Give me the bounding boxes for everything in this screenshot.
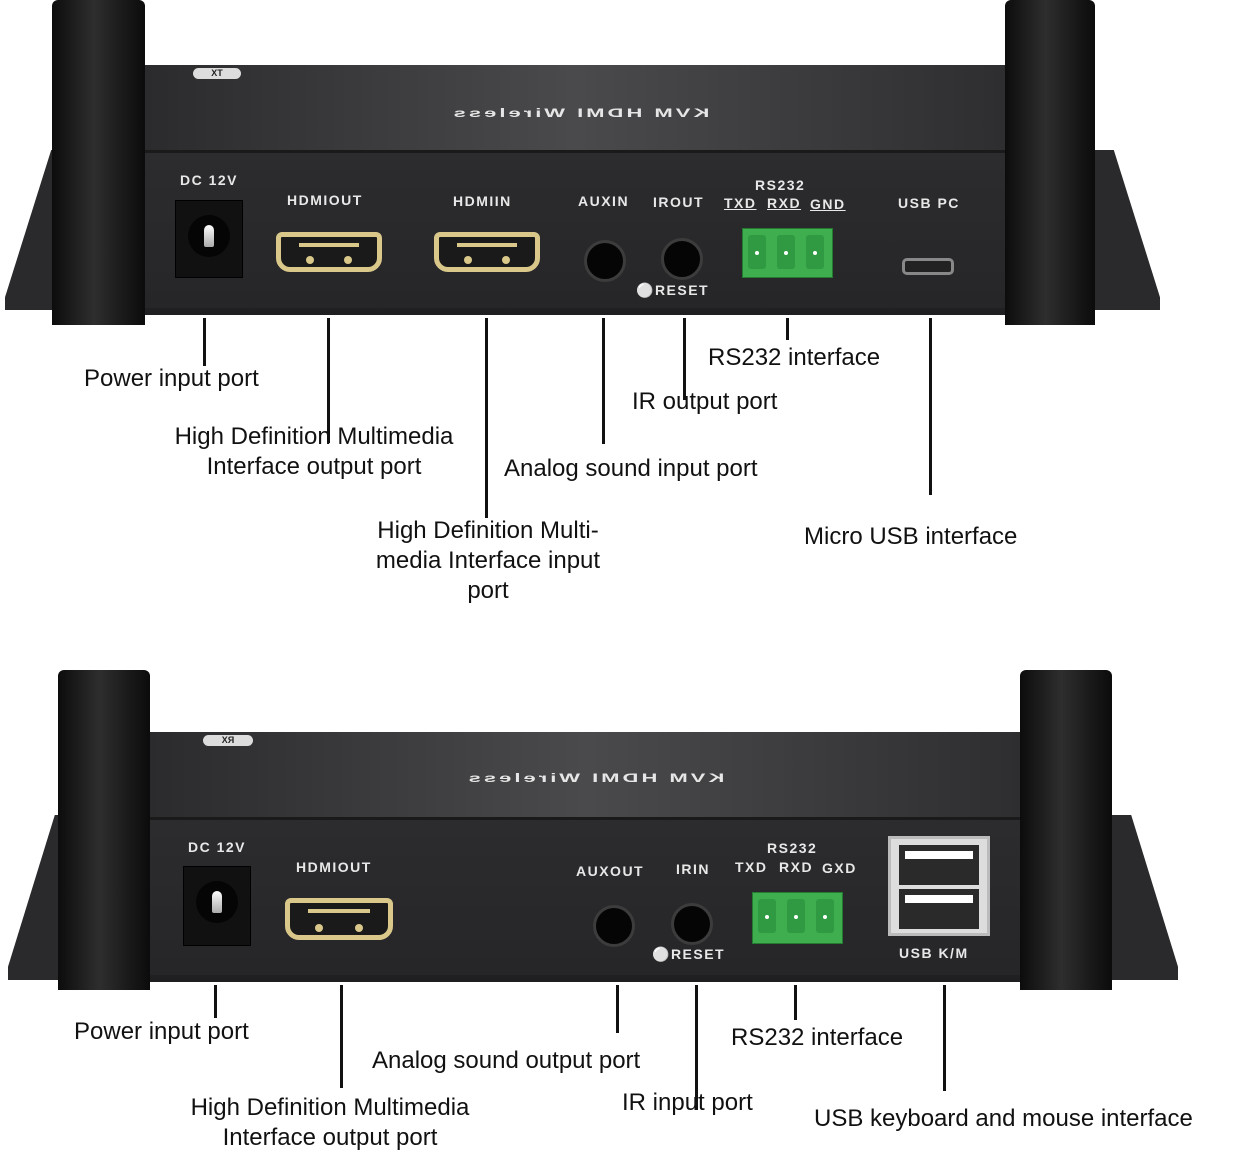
txd-label: TXD xyxy=(735,859,768,875)
reset-icon: ⚪ xyxy=(636,282,655,298)
gnd-label: GND xyxy=(810,196,846,212)
rxd-label: RXD xyxy=(767,195,802,211)
callout-line: Interface output port xyxy=(222,1124,438,1151)
callout-rs232: RS232 interface xyxy=(731,1024,904,1051)
callout-line: Interface output port xyxy=(206,453,422,480)
device-lid xyxy=(150,732,1022,817)
callout-hdmi-out: High Definition Multimedia Interface out… xyxy=(155,422,473,482)
rs232-label: RS232 xyxy=(767,840,818,856)
hdmi-in-label: HDMIIN xyxy=(453,193,512,209)
aux-in-jack xyxy=(584,240,626,282)
usb-pc-label: USB PC xyxy=(898,195,960,211)
hdmi-in-port xyxy=(434,232,540,272)
rx-badge: RX xyxy=(203,735,253,746)
hdmi-out-label: HDMIOUT xyxy=(287,192,363,208)
dc-power-jack xyxy=(183,866,251,946)
leader-line xyxy=(203,318,206,366)
callout-usb: Micro USB interface xyxy=(804,523,1018,550)
hdmi-out-port xyxy=(285,898,393,940)
aux-in-label: AUXIN xyxy=(578,193,630,209)
antenna-left xyxy=(52,0,145,325)
ir-out-jack xyxy=(661,238,703,280)
leader-line xyxy=(683,318,686,400)
brand-logo: KVM HDMI Wireless xyxy=(465,770,725,785)
leader-line xyxy=(602,318,605,444)
callout-aux-in: Analog sound input port xyxy=(504,455,758,482)
callout-hdmi-out: High Definition Multimedia Interface out… xyxy=(170,1093,490,1153)
antenna-left xyxy=(58,670,150,990)
callout-aux-out: Analog sound output port xyxy=(372,1047,641,1074)
antenna-right xyxy=(1005,0,1095,325)
leader-line xyxy=(485,318,488,518)
brand-logo: KVM HDMI Wireless xyxy=(450,105,710,120)
callout-line: High Definition Multimedia xyxy=(190,1094,470,1121)
gxd-label: GXD xyxy=(822,860,857,876)
leader-line xyxy=(340,985,343,1088)
aux-out-label: AUXOUT xyxy=(576,863,645,879)
callout-line: High Definition Multimedia xyxy=(174,423,454,450)
leader-line xyxy=(327,318,330,443)
rs232-label: RS232 xyxy=(755,177,806,193)
leader-line xyxy=(929,318,932,495)
usb-a-port xyxy=(899,889,979,929)
callout-ir-in: IR input port xyxy=(622,1089,753,1116)
reset-text: RESET xyxy=(670,946,726,962)
hdmi-out-port xyxy=(276,232,382,272)
reset-label: ⚪RESET xyxy=(636,282,709,299)
usb-km-label: USB K/M xyxy=(899,945,969,961)
hdmi-out-label: HDMIOUT xyxy=(296,859,372,875)
reset-text: RESET xyxy=(654,282,710,298)
antenna-right xyxy=(1020,670,1112,990)
leader-line xyxy=(695,985,698,1110)
leader-line xyxy=(794,985,797,1020)
callout-power: Power input port xyxy=(74,1018,249,1045)
rs232-terminal-block xyxy=(752,892,843,944)
leader-line xyxy=(214,985,217,1018)
callout-ir-out: IR output port xyxy=(632,388,778,415)
callout-hdmi-in: High Definition Multi- media Interface i… xyxy=(358,516,618,606)
micro-usb-port xyxy=(902,258,954,275)
dc-label: DC 12V xyxy=(180,172,239,188)
reset-label: ⚪RESET xyxy=(652,946,725,963)
dc-label: DC 12V xyxy=(188,839,247,855)
reset-icon: ⚪ xyxy=(652,946,671,962)
ir-out-label: IROUT xyxy=(653,194,705,210)
tx-badge: TX xyxy=(193,68,241,79)
usb-a-port xyxy=(899,845,979,885)
front-panel xyxy=(150,817,1022,975)
callout-rs232: RS232 interface xyxy=(708,344,881,371)
callout-line: port xyxy=(467,577,509,604)
leader-line xyxy=(786,318,789,340)
callout-line: High Definition Multi- xyxy=(377,517,599,544)
callout-line: media Interface input xyxy=(375,547,601,574)
ir-in-label: IRIN xyxy=(676,861,710,877)
callout-usb: USB keyboard and mouse interface xyxy=(814,1105,1193,1132)
rs232-terminal-block xyxy=(742,228,833,278)
aux-out-jack xyxy=(593,905,635,947)
device-lid xyxy=(145,65,1005,150)
leader-line xyxy=(616,985,619,1033)
callout-power: Power input port xyxy=(84,365,259,392)
front-panel xyxy=(145,150,1005,308)
txd-label: TXD xyxy=(724,195,757,211)
rxd-label: RXD xyxy=(779,859,814,875)
usb-km-ports xyxy=(888,836,990,936)
leader-line xyxy=(943,985,946,1091)
dc-power-jack xyxy=(175,200,243,278)
ir-in-jack xyxy=(671,903,713,945)
